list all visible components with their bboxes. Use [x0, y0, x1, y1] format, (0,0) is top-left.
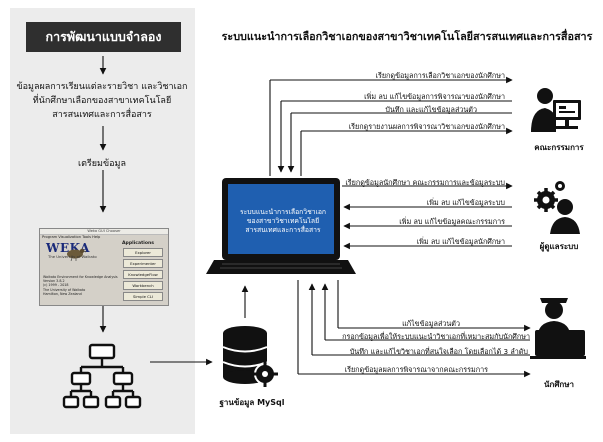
system-title: ระบบแนะนำการเลือกวิชาเอกของสาขาวิชาเทคโน… — [221, 30, 593, 43]
weka-applications-label: Applications — [122, 241, 155, 246]
admin-icon — [534, 181, 580, 234]
admin-msg-1: เรียกดูข้อมูลนักศึกษา คณะกรรมการและข้อมู… — [345, 178, 505, 187]
student-msg-1: แก้ไขข้อมูลส่วนตัว — [402, 319, 460, 328]
weka-knowledgeflow-button[interactable]: KnowledgeFlow — [123, 270, 163, 279]
data-description: ข้อมูลผลการเรียนแต่ละรายวิชา และวิชาเอกท… — [16, 82, 188, 120]
student-msg-2: กรอกข้อมูลเพื่อให้ระบบแนะนำวิชาเอกที่เหม… — [342, 332, 530, 341]
weka-simple-cli-button[interactable]: Simple CLI — [123, 292, 163, 301]
student-msg-4: เรียกดูข้อมูลผลการพิจารณาจากคณะกรรมการ — [344, 365, 488, 374]
student-arrows — [297, 280, 531, 378]
student-icon — [530, 298, 586, 359]
admin-msg-2: เพิ่ม ลบ แก้ไขข้อมูลระบบ — [426, 198, 505, 207]
weka-workbench-button[interactable]: Workbench — [123, 281, 163, 290]
committee-msg-1: เรียกดูข้อมูลการเลือกวิชาเอกของนักศึกษา — [375, 71, 505, 80]
admin-arrows — [342, 182, 513, 250]
weka-menu-bar: Program Visualization Tools Help — [42, 235, 101, 239]
laptop-icon — [206, 178, 356, 274]
decision-tree-icon — [62, 343, 142, 409]
committee-msg-4: เรียกดูรายงานผลการพิจารณาวิชาเอกของนักศึ… — [348, 122, 505, 131]
database-label: ฐานข้อมูล MySql — [219, 398, 285, 407]
weka-gui-chooser-window: Weka GUI Chooser Program Visualization T… — [39, 228, 169, 306]
model-development-title: การพัฒนาแบบจำลอง — [26, 22, 181, 52]
student-msg-3: บันทึก และแก้ไขวิชาเอกที่สนใจเลือก โดยเล… — [349, 347, 528, 356]
committee-label: คณะกรรมการ — [534, 143, 584, 152]
weka-university: The University of Waikato — [48, 254, 97, 259]
data-preparation-label: เตรียมข้อมูล — [78, 159, 126, 169]
admin-label: ผู้ดูแลระบบ — [539, 242, 579, 251]
committee-icon — [531, 88, 581, 132]
committee-msg-3: บันทึก และแก้ไขข้อมูลส่วนตัว — [385, 105, 477, 114]
weka-bird-icon — [67, 248, 86, 261]
committee-arrows — [269, 76, 513, 176]
admin-msg-4: เพิ่ม ลบ แก้ไขข้อมูลนักศึกษา — [416, 237, 505, 246]
weka-info: Waikato Environment for Knowledge Analys… — [43, 275, 118, 296]
admin-msg-3: เพิ่ม ลบ แก้ไขข้อมูลคณะกรรมการ — [399, 217, 505, 226]
weka-explorer-button[interactable]: Explorer — [123, 248, 163, 257]
laptop-screen-text: ระบบแนะนำการเลือกวิชาเอกของสาขาวิชาเทคโน… — [239, 208, 327, 234]
weka-experimenter-button[interactable]: Experimenter — [123, 259, 163, 268]
database-icon — [222, 326, 278, 387]
weka-window-title: Weka GUI Chooser — [40, 229, 168, 235]
committee-msg-2: เพิ่ม ลบ แก้ไขข้อมูลการพิจารณาของนักศึกษ… — [364, 92, 505, 101]
student-label: นักศึกษา — [544, 380, 574, 389]
